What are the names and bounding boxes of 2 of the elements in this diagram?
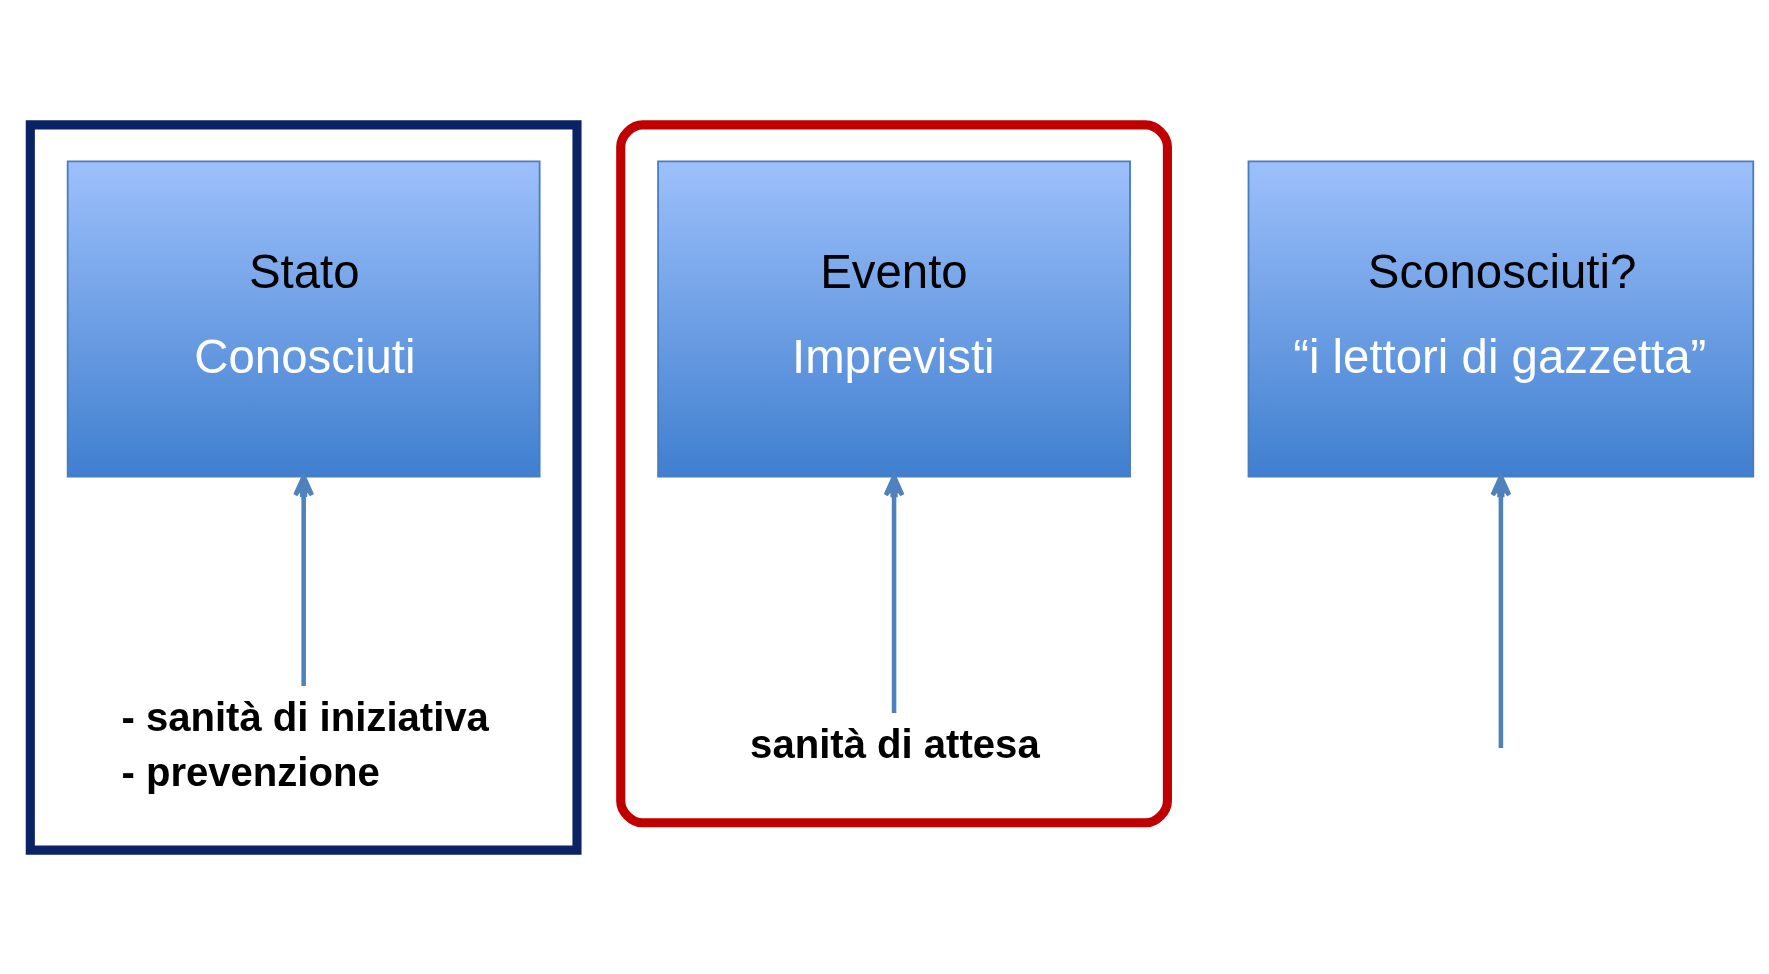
node-text: - sanità di iniziativa - prevenzione — [121, 694, 489, 794]
node-text: sanità di attesa — [750, 721, 1040, 766]
